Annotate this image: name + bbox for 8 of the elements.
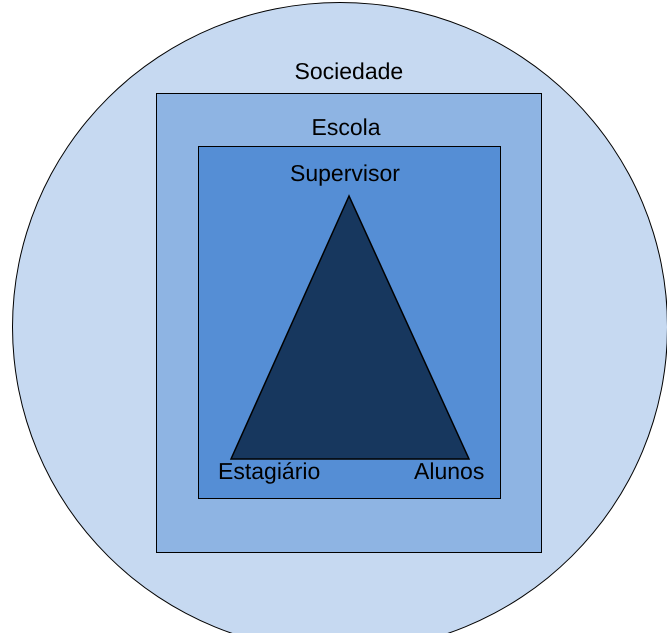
region-label: Sociedade — [294, 60, 404, 83]
vertex-label: Estagiário — [218, 460, 320, 483]
rectangle-region — [198, 146, 501, 499]
region-label: Escola — [312, 116, 381, 139]
vertex-label: Supervisor — [290, 162, 400, 185]
vertex-label: Alunos — [414, 460, 484, 483]
labeled-box — [156, 93, 542, 553]
triangle-shape — [231, 195, 469, 460]
